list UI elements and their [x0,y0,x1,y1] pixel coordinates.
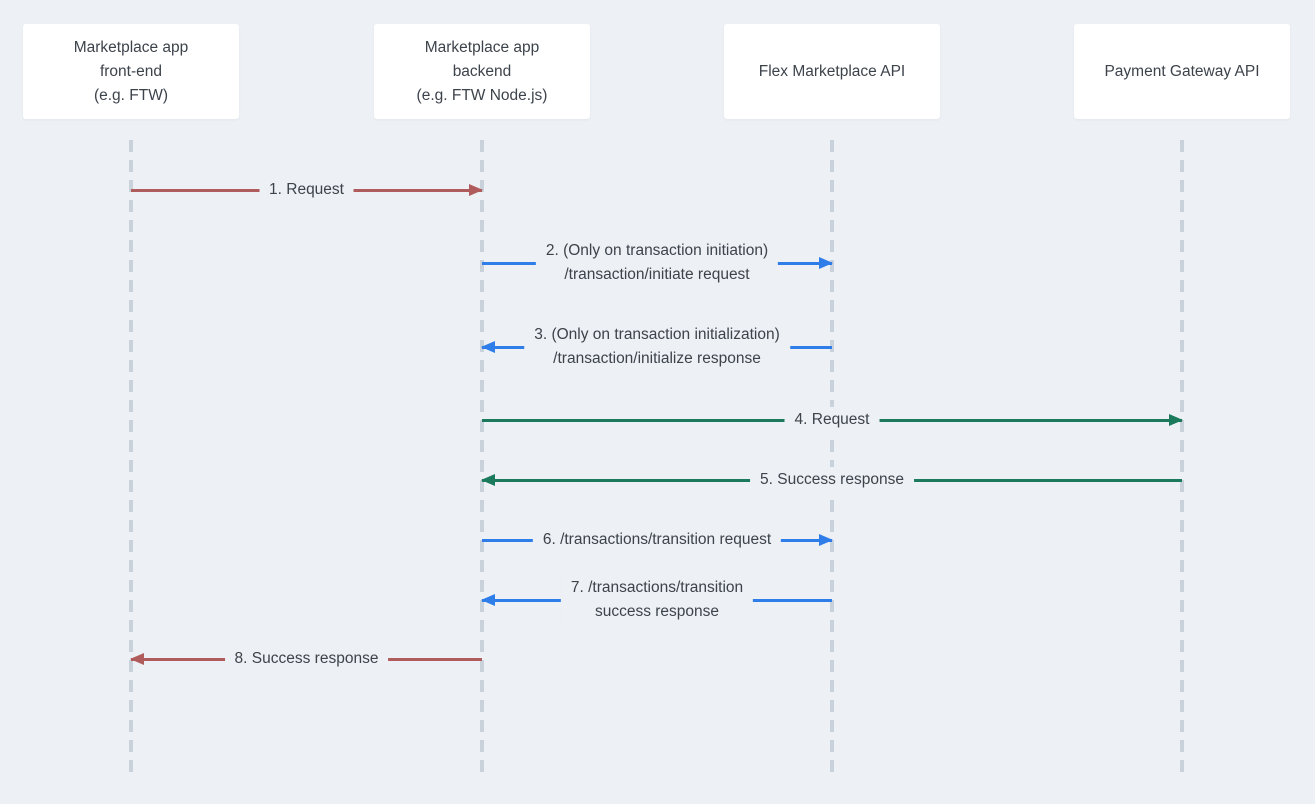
arrowhead-left-icon [481,341,495,353]
arrowhead-left-icon [130,653,144,665]
arrowhead-right-icon [469,184,483,196]
message-label: 3. (Only on transaction initialization) … [524,322,790,372]
actor-label: front-end [99,62,163,80]
actor-label: Payment Gateway API [1104,62,1260,80]
message-label: 1. Request [259,177,354,203]
message-label: 7. /transactions/transition success resp… [560,575,754,625]
message-label: 8. Success response [224,646,389,672]
arrowhead-right-icon [819,257,833,269]
actor-label: Marketplace app [73,38,189,56]
lifeline-payment-gateway-api [1180,140,1184,776]
lifeline-flex-marketplace-api [830,140,834,776]
arrowhead-right-icon [819,534,833,546]
actor-marketplace-frontend: Marketplace app front-end (e.g. FTW) [23,24,239,119]
lifeline-marketplace-backend [480,140,484,776]
actor-label: Flex Marketplace API [758,62,906,80]
actor-label: Marketplace app [424,38,540,56]
actor-marketplace-backend: Marketplace app backend (e.g. FTW Node.j… [374,24,590,119]
message-label: 6. /transactions/transition request [532,527,782,553]
actor-payment-gateway-api: Payment Gateway API [1074,24,1290,119]
arrowhead-right-icon [1169,414,1183,426]
message-label: 2. (Only on transaction initiation) /tra… [535,238,779,288]
actor-label: (e.g. FTW Node.js) [416,86,548,104]
message-label: 4. Request [784,407,880,433]
lifeline-marketplace-frontend [129,140,133,776]
actor-label: backend [452,62,512,80]
arrowhead-left-icon [481,594,495,606]
actor-flex-marketplace-api: Flex Marketplace API [724,24,940,119]
actor-label: (e.g. FTW) [93,86,169,104]
message-label: 5. Success response [750,467,914,493]
arrowhead-left-icon [481,474,495,486]
